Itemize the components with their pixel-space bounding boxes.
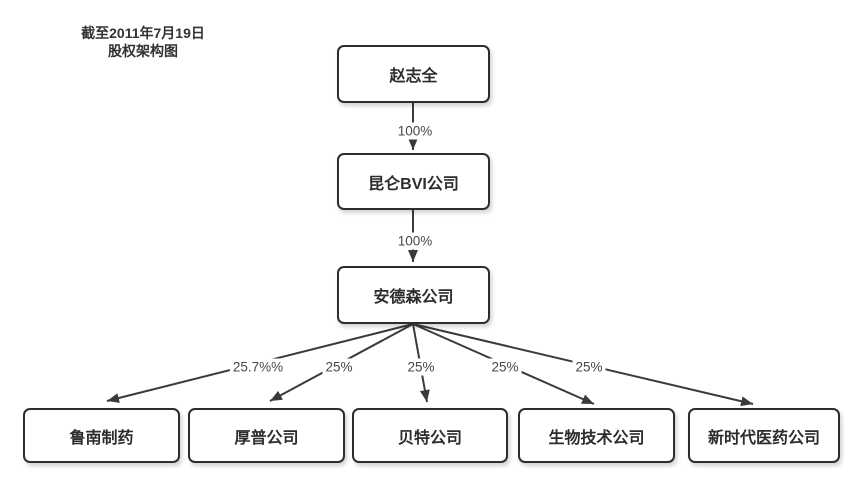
node-holding-label: 昆仑BVI公司 — [368, 175, 459, 193]
node-subsidiary-2: 厚普公司 — [188, 408, 345, 463]
edge-label-holding-to-intermediate: 100% — [394, 232, 436, 250]
node-holding-company: 昆仑BVI公司 — [337, 153, 490, 210]
node-subsidiary-4-label: 生物技术公司 — [548, 429, 645, 447]
diagram-title: 截至2011年7月19日 股权架构图 — [58, 24, 228, 60]
node-intermediate-label: 安德森公司 — [373, 289, 454, 306]
node-root-label: 赵志全 — [389, 68, 438, 85]
node-subsidiary-1-label: 鲁南制药 — [69, 429, 134, 447]
node-subsidiary-3-label: 贝特公司 — [397, 429, 462, 447]
edge-label-subsidiary-3: 25% — [404, 358, 438, 376]
diagram-title-date: 截至2011年7月19日 — [81, 25, 205, 41]
edge-label-subsidiary-2: 25% — [322, 358, 356, 376]
node-intermediate-company: 安德森公司 — [337, 266, 490, 324]
node-subsidiary-4: 生物技术公司 — [518, 408, 675, 463]
edge-label-subsidiary-5: 25% — [572, 358, 606, 376]
node-subsidiary-3: 贝特公司 — [352, 408, 508, 463]
node-subsidiary-5-label: 新时代医药公司 — [707, 429, 820, 447]
diagram-title-name: 股权架构图 — [108, 43, 178, 59]
node-subsidiary-2-label: 厚普公司 — [234, 429, 299, 447]
node-subsidiary-1: 鲁南制药 — [23, 408, 180, 463]
node-subsidiary-5: 新时代医药公司 — [688, 408, 840, 463]
edge-label-subsidiary-4: 25% — [488, 358, 522, 376]
node-root-shareholder: 赵志全 — [337, 45, 490, 103]
edge-label-subsidiary-1: 25.7%% — [229, 358, 287, 376]
edge-label-root-to-holding: 100% — [394, 122, 436, 140]
